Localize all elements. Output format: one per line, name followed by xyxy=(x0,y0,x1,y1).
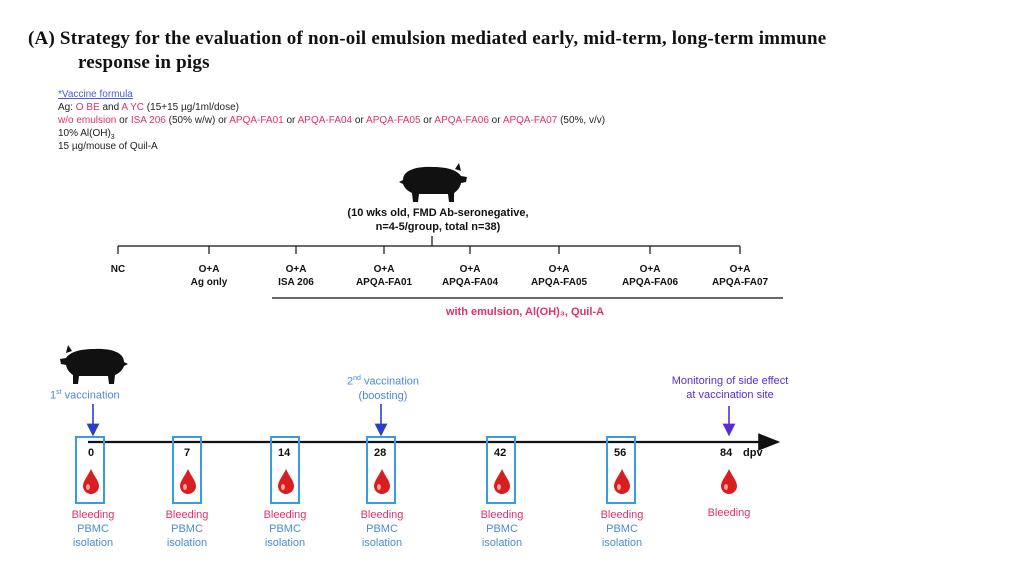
vaccine-formula-aloh: 10% Al(OH)3 xyxy=(58,128,115,141)
day-label-14: 14 xyxy=(278,447,291,459)
pig-info-line2: n=4-5/group, total n=38) xyxy=(375,221,501,233)
sample-label-day84: Bleeding xyxy=(692,506,766,520)
blood-drop-icon xyxy=(614,469,630,494)
day-label-42: 42 xyxy=(494,447,507,459)
day-box-28 xyxy=(366,436,396,504)
sample-label-day14: Bleeding PBMC isolation xyxy=(248,508,322,550)
pbmc-label: PBMC xyxy=(77,523,109,535)
group-label-nc: NC xyxy=(78,263,158,276)
monitoring-line1: Monitoring of side effect xyxy=(671,375,789,387)
blood-drop-icon xyxy=(721,469,737,494)
pig-info: (10 wks old, FMD Ab-seronegative, n=4-5/… xyxy=(318,206,558,234)
bleeding-label: Bleeding xyxy=(707,507,751,519)
vaccine-formula-adjuvant: w/o emulsion or ISA 206 (50% w/w) or APQ… xyxy=(58,115,606,126)
blood-drop-icon xyxy=(278,469,294,494)
bleeding-label: Bleeding xyxy=(480,509,524,521)
day-box-14 xyxy=(270,436,300,504)
group-7-top: O+A xyxy=(729,264,751,275)
group-6-top: O+A xyxy=(639,264,661,275)
emulsion-note: with emulsion, Al(OH)₃, Quil-A xyxy=(445,306,605,318)
vaccine-formula-quil: 15 µg/mouse of Quil-A xyxy=(58,141,158,152)
monitoring-line2: at vaccination site xyxy=(686,389,774,401)
day-box-56 xyxy=(606,436,636,504)
group-label-fa04: O+A APQA-FA04 xyxy=(430,263,510,289)
group-3-top: O+A xyxy=(373,264,395,275)
group-6-bottom: APQA-FA06 xyxy=(621,277,679,288)
timeline-axis xyxy=(86,404,781,451)
figure-title-line1: (A) Strategy for the evaluation of non-o… xyxy=(28,28,827,49)
sample-label-day28: Bleeding PBMC isolation xyxy=(345,508,419,550)
day-label-0: 0 xyxy=(88,447,95,459)
group-4-top: O+A xyxy=(459,264,481,275)
boosting-label: (boosting) xyxy=(358,389,408,402)
isolation-label: isolation xyxy=(166,537,208,549)
isolation-label: isolation xyxy=(481,537,523,549)
bleeding-label: Bleeding xyxy=(165,509,209,521)
day-label-56: 56 xyxy=(614,447,627,459)
vaccine-formula-antigen: Ag: O BE and A YC (15+15 µg/1ml/dose) xyxy=(58,102,239,113)
bleeding-label: Bleeding xyxy=(71,509,115,521)
group-label-fa06: O+A APQA-FA06 xyxy=(610,263,690,289)
isolation-label: isolation xyxy=(601,537,643,549)
pig-icon xyxy=(399,163,467,202)
group-tree-lines xyxy=(117,236,783,299)
sample-label-day7: Bleeding PBMC isolation xyxy=(150,508,224,550)
group-2-bottom: ISA 206 xyxy=(278,277,314,288)
group-label-isa206: O+A ISA 206 xyxy=(256,263,336,289)
group-1-top: O+A xyxy=(198,264,220,275)
day-box-0 xyxy=(75,436,105,504)
group-label-fa01: O+A APQA-FA01 xyxy=(344,263,424,289)
bleeding-label: Bleeding xyxy=(360,509,404,521)
blood-drop-icon xyxy=(83,469,99,494)
bleeding-label: Bleeding xyxy=(263,509,307,521)
pbmc-label: PBMC xyxy=(366,523,398,535)
sample-label-day56: Bleeding PBMC isolation xyxy=(585,508,659,550)
group-label-fa05: O+A APQA-FA05 xyxy=(519,263,599,289)
group-label-fa07: O+A APQA-FA07 xyxy=(700,263,780,289)
group-7-bottom: APQA-FA07 xyxy=(711,277,769,288)
figure-title-line2: response in pigs xyxy=(78,52,210,73)
timeline-unit: dpv xyxy=(743,447,763,459)
day-label-84: 84 xyxy=(720,447,733,459)
day-box-42 xyxy=(486,436,516,504)
pig-icon-timeline xyxy=(60,345,128,384)
group-5-top: O+A xyxy=(548,264,570,275)
isolation-label: isolation xyxy=(264,537,306,549)
blood-drop-icon xyxy=(494,469,510,494)
pbmc-label: PBMC xyxy=(171,523,203,535)
blood-drop-icon xyxy=(374,469,390,494)
vaccine-formula-heading: *Vaccine formula xyxy=(58,89,133,100)
group-label-ag-only: O+A Ag only xyxy=(169,263,249,289)
sample-label-day0: Bleeding PBMC isolation xyxy=(56,508,130,550)
isolation-label: isolation xyxy=(72,537,114,549)
day-label-28: 28 xyxy=(374,447,387,459)
isolation-label: isolation xyxy=(361,537,403,549)
blood-drop-icon xyxy=(180,469,196,494)
group-4-bottom: APQA-FA04 xyxy=(441,277,499,288)
sample-label-day42: Bleeding PBMC isolation xyxy=(465,508,539,550)
day-box-7 xyxy=(172,436,202,504)
group-5-bottom: APQA-FA05 xyxy=(530,277,588,288)
first-vaccination-label: 1st vaccination xyxy=(50,389,120,402)
pig-info-line1: (10 wks old, FMD Ab-seronegative, xyxy=(347,207,529,219)
pbmc-label: PBMC xyxy=(269,523,301,535)
group-2-top: O+A xyxy=(285,264,307,275)
pbmc-label: PBMC xyxy=(486,523,518,535)
second-vaccination-label: 2nd vaccination (boosting) xyxy=(333,372,433,403)
group-3-bottom: APQA-FA01 xyxy=(355,277,413,288)
bleeding-label: Bleeding xyxy=(600,509,644,521)
group-0-top: NC xyxy=(110,264,126,275)
monitoring-label: Monitoring of side effect at vaccination… xyxy=(650,374,810,402)
pbmc-label: PBMC xyxy=(606,523,638,535)
day-label-7: 7 xyxy=(184,447,191,459)
group-1-bottom: Ag only xyxy=(190,277,228,288)
